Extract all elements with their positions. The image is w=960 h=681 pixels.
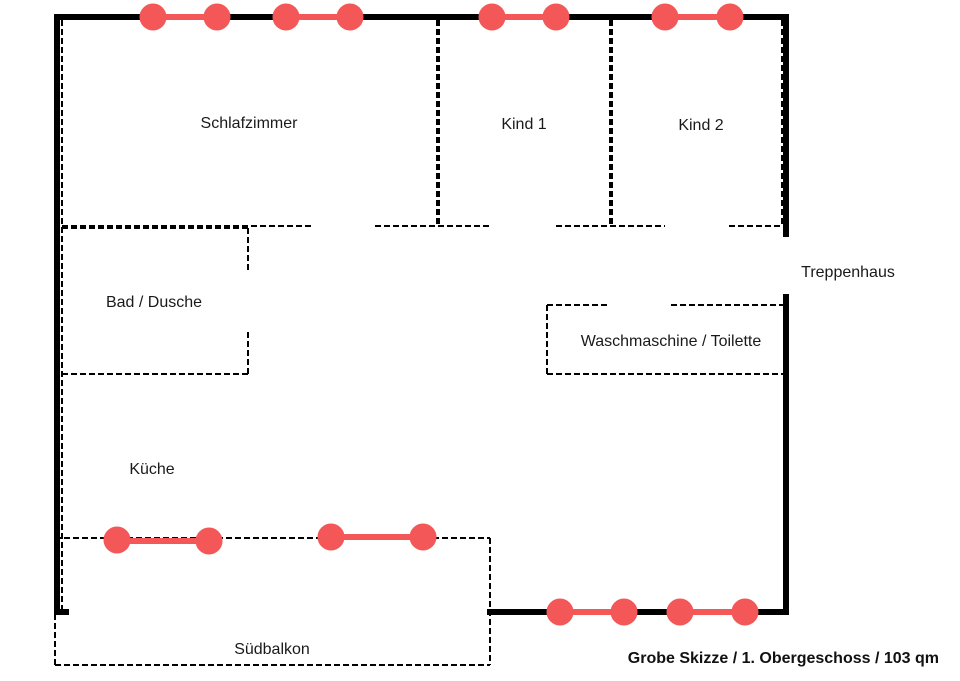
room-label-balkon: Südbalkon xyxy=(234,641,310,658)
room-label-kind2: Kind 2 xyxy=(678,117,723,134)
room-label-kind1: Kind 1 xyxy=(501,116,546,133)
room-label-schlafzimmer: Schlafzimmer xyxy=(201,115,299,132)
windows xyxy=(103,3,759,626)
room-label-bad: Bad / Dusche xyxy=(106,294,202,311)
window-schlaf-2 xyxy=(272,3,364,31)
window-kind2 xyxy=(651,3,744,31)
window-south-2 xyxy=(666,598,759,626)
window-kind1 xyxy=(478,3,570,31)
wall-north-west xyxy=(54,14,789,615)
room-label-kueche: Küche xyxy=(129,461,174,478)
plan-caption: Grobe Skizze / 1. Obergeschoss / 103 qm xyxy=(628,650,939,667)
window-kueche-2 xyxy=(317,523,437,551)
room-label-treppenhaus: Treppenhaus xyxy=(801,264,895,281)
room-label-wasch: Waschmaschine / Toilette xyxy=(581,333,762,350)
window-schlaf-1 xyxy=(139,3,231,31)
partitions xyxy=(54,20,784,666)
window-south-1 xyxy=(546,598,638,626)
outer-walls xyxy=(54,14,789,615)
window-kueche-1 xyxy=(103,526,223,555)
